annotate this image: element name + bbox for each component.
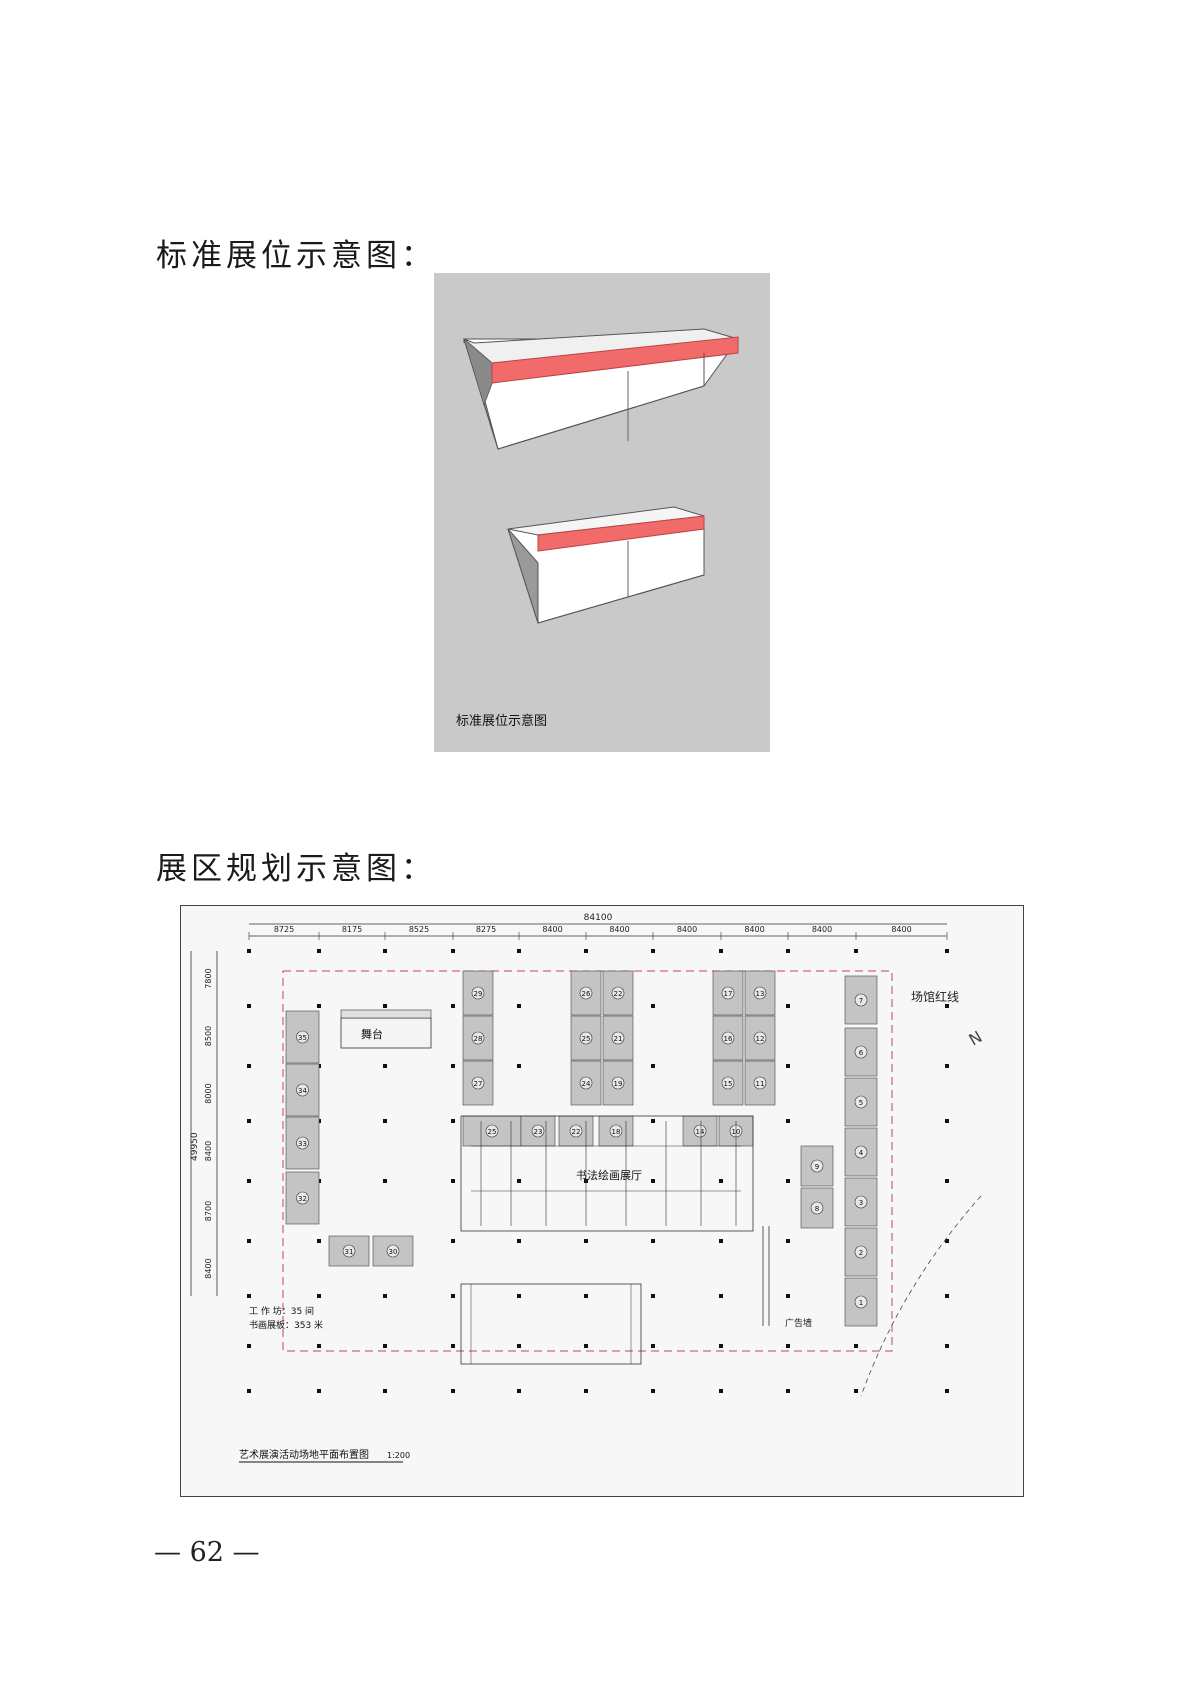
booth-number: 5: [859, 1099, 863, 1107]
dim-top-6: 8400: [677, 925, 697, 934]
heading-standard-booth: 标准展位示意图：: [156, 238, 436, 274]
booth-number: 30: [389, 1248, 398, 1256]
booth-number: 34: [298, 1087, 307, 1095]
stats-display: 书画展板：353 米: [249, 1319, 323, 1331]
dim-top-1: 8175: [342, 925, 362, 934]
booth-diagram-svg: [463, 328, 739, 624]
dim-total-height: 49950: [190, 1132, 200, 1161]
booth-number: 22: [614, 990, 623, 998]
hall-label: 书法绘画展厅: [576, 1168, 642, 1182]
booth-number: 17: [724, 990, 733, 998]
dim-top-3: 8275: [476, 925, 496, 934]
dim-top-7: 8400: [744, 925, 764, 934]
booth-number: 29: [474, 990, 483, 998]
booth-number: 9: [815, 1163, 819, 1171]
booth-number: 23: [534, 1128, 543, 1136]
dim-top-8: 8400: [812, 925, 832, 934]
dim-top-4: 8400: [542, 925, 562, 934]
stage-back: [340, 1009, 432, 1019]
booth-number: 33: [298, 1140, 307, 1148]
heading-zone-plan: 展区规划示意图：: [156, 851, 436, 887]
booth-number: 1: [859, 1299, 863, 1307]
fascia-band-large: [491, 336, 739, 384]
booth-large: [463, 328, 739, 450]
booth-number: 8: [815, 1205, 819, 1213]
stage: [340, 1017, 432, 1049]
hall-display-panels: [471, 1121, 741, 1226]
dim-left-0: 7800: [204, 968, 213, 988]
booth-number: 24: [582, 1080, 591, 1088]
lower-structure: [460, 1283, 642, 1365]
dim-left-1: 8500: [204, 1026, 213, 1046]
booth-number: 16: [724, 1035, 733, 1043]
booth-number: 21: [614, 1035, 623, 1043]
fascia-band-small: [537, 515, 705, 552]
booth-number: 13: [756, 990, 765, 998]
booth-number: 4: [859, 1149, 864, 1157]
page-number: — 62 —: [154, 1537, 260, 1568]
booth-number: 7: [859, 997, 863, 1005]
dim-top-2: 8525: [409, 925, 429, 934]
booth-number: 31: [345, 1248, 354, 1256]
booth-number: 15: [724, 1080, 733, 1088]
booth-number: 28: [474, 1035, 483, 1043]
booth-number: 18: [612, 1128, 621, 1136]
stage-label: 舞台: [361, 1027, 383, 1041]
dim-left-3: 8400: [204, 1141, 213, 1161]
left-dimensions: 7800 8500 8000 8400 8700 8400: [204, 968, 213, 1278]
plan-title: 艺术展演活动场地平面布置图: [239, 1448, 369, 1461]
plan-scale: 1:200: [387, 1451, 410, 1460]
booth-26: [570, 970, 602, 1016]
dim-top-9: 8400: [891, 925, 911, 934]
calligraphy-hall: [460, 1115, 754, 1232]
booth-number: 32: [298, 1195, 307, 1203]
booth-number: 26: [582, 990, 591, 998]
ad-wall-label: 广告墙: [785, 1317, 812, 1329]
booth-number: 25: [582, 1035, 591, 1043]
top-dimensions: 8725 8175 8525 8275 8400 8400 8400 8400 8400 8400: [248, 925, 948, 940]
dim-top-0: 8725: [274, 925, 294, 934]
booth-number: 14: [696, 1128, 705, 1136]
north-arrow: N: [966, 1027, 986, 1049]
booth-number: 12: [756, 1035, 765, 1043]
standard-booth-caption: 标准展位示意图: [456, 714, 548, 729]
booth-19: [602, 1060, 634, 1106]
booth-number: 35: [298, 1034, 307, 1042]
booth-number: 6: [859, 1049, 864, 1057]
dim-left-4: 8700: [204, 1201, 213, 1221]
standard-booth-figure: 标准展位示意图: [434, 273, 770, 752]
booth-number: 27: [474, 1080, 483, 1088]
booth-number: 11: [756, 1080, 765, 1088]
booth-number: 2: [859, 1249, 863, 1257]
dim-top-5: 8400: [609, 925, 629, 934]
booth-number: 3: [859, 1199, 863, 1207]
booth-small: [507, 506, 705, 624]
booth-number: 25: [488, 1128, 497, 1136]
dim-left-5: 8400: [204, 1258, 213, 1278]
booth-number: 19: [614, 1080, 623, 1088]
curved-road: [860, 1195, 982, 1397]
booth-number: 22: [572, 1128, 581, 1136]
stats-workshops: 工 作 坊：35 间: [249, 1305, 314, 1317]
dim-left-2: 8000: [204, 1083, 213, 1103]
booth-blocks: 3534333276543212928272625242221191716151…: [285, 970, 878, 1327]
dim-total-width: 84100: [584, 913, 613, 923]
red-line-label: 场馆红线: [911, 989, 959, 1004]
